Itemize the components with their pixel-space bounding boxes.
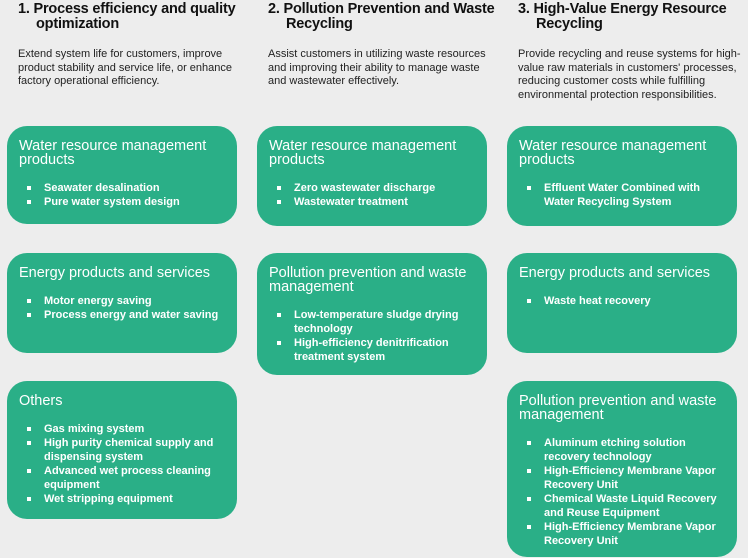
product-item: Zero wastewater discharge xyxy=(277,181,475,195)
product-item: Advanced wet process cleaning equipment xyxy=(27,464,225,492)
card-heading: Water resource management products xyxy=(519,138,707,168)
category-card: Pollution prevention and waste managemen… xyxy=(507,381,737,557)
card-heading: Energy products and services xyxy=(19,265,211,281)
card-heading: Pollution prevention and waste managemen… xyxy=(269,265,467,295)
column-title: 3. High-Value Energy Resource Recycling xyxy=(518,1,727,32)
card-heading: Pollution prevention and waste managemen… xyxy=(519,393,717,423)
category-card: Pollution prevention and waste managemen… xyxy=(257,253,487,375)
product-item: Waste heat recovery xyxy=(527,294,725,308)
column-title: 1. Process efficiency and quality optimi… xyxy=(18,1,236,32)
product-item: Gas mixing system xyxy=(27,422,225,436)
column-description: Assist customers in utilizing waste reso… xyxy=(268,48,486,87)
column-description: Provide recycling and reuse systems for … xyxy=(518,48,741,101)
column-description: Extend system life for customers, improv… xyxy=(18,48,233,87)
product-item: High-Efficiency Membrane Vapor Recovery … xyxy=(527,520,725,548)
card-heading: Water resource management products xyxy=(269,138,457,168)
product-item: Process energy and water saving xyxy=(27,308,225,322)
product-item: Seawater desalination xyxy=(27,181,225,195)
product-item: Wet stripping equipment xyxy=(27,492,225,506)
column-header: 1. Process efficiency and quality optimi… xyxy=(18,2,250,89)
product-list: Low-temperature sludge drying technology… xyxy=(269,308,475,364)
card-heading: Water resource management products xyxy=(19,138,207,168)
product-item: Effluent Water Combined with Water Recyc… xyxy=(527,181,725,209)
product-list: Waste heat recovery xyxy=(519,294,725,308)
card-heading: Others xyxy=(19,393,63,409)
product-item: Low-temperature sludge drying technology xyxy=(277,308,475,336)
product-item: High-efficiency denitrification treatmen… xyxy=(277,336,475,364)
card-heading: Energy products and services xyxy=(519,265,711,281)
product-item: High purity chemical supply and dispensi… xyxy=(27,436,225,464)
product-item: Chemical Waste Liquid Recovery and Reuse… xyxy=(527,492,725,520)
product-item: Pure water system design xyxy=(27,195,225,209)
column-title: 2. Pollution Prevention and Waste Recycl… xyxy=(268,1,495,32)
product-item: Wastewater treatment xyxy=(277,195,475,209)
product-list: Aluminum etching solution recovery techn… xyxy=(519,436,725,548)
column-header: 2. Pollution Prevention and Waste Recycl… xyxy=(268,2,500,89)
product-item: High-Efficiency Membrane Vapor Recovery … xyxy=(527,464,725,492)
product-item: Aluminum etching solution recovery techn… xyxy=(527,436,725,464)
product-item: Motor energy saving xyxy=(27,294,225,308)
product-list: Effluent Water Combined with Water Recyc… xyxy=(519,181,725,209)
